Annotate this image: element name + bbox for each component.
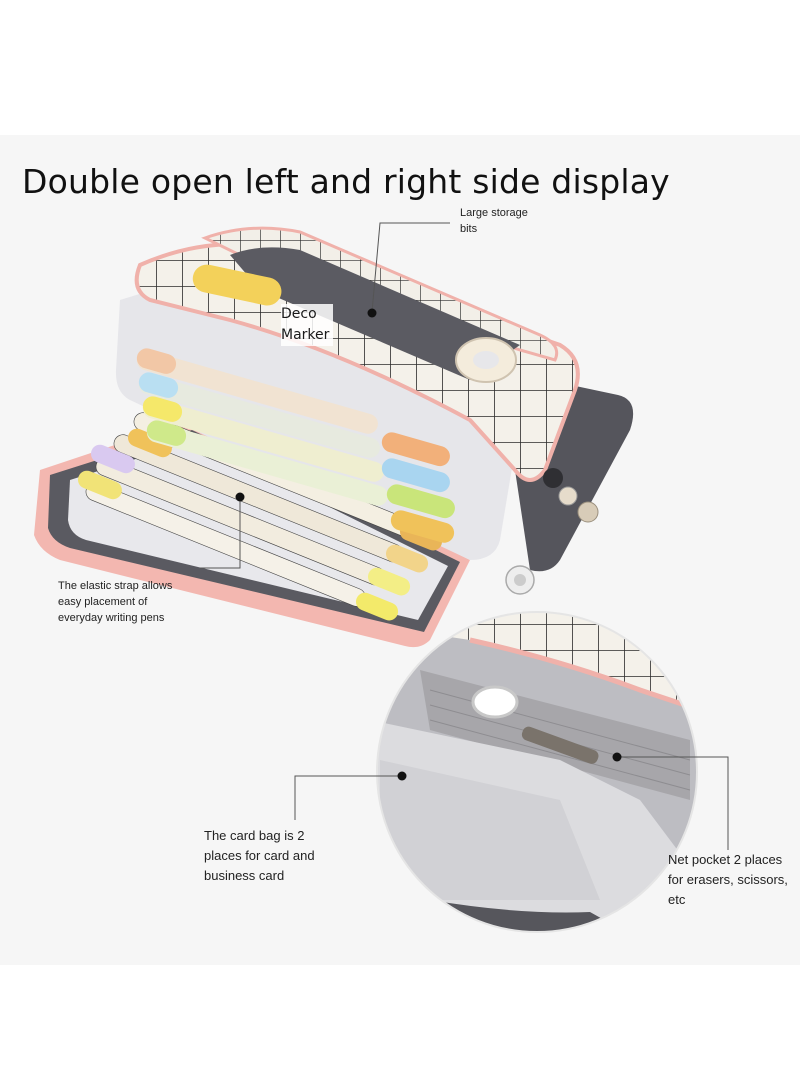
net-callout-line: for erasers, scissors,	[668, 872, 788, 887]
storage-callout-line: bits	[460, 223, 478, 235]
pencil-case	[34, 226, 634, 648]
callout-dots	[235, 308, 622, 781]
card-bag-callout: The card bag is 2 places for card and bu…	[204, 826, 315, 886]
deco-label-line: Marker	[281, 327, 330, 343]
page-title: Double open left and right side display	[22, 162, 670, 201]
storage-callout-line: Large storage	[460, 207, 528, 219]
net-pocket-callout: Net pocket 2 places for erasers, scissor…	[668, 850, 788, 910]
card-callout-line: The card bag is 2	[204, 828, 305, 843]
card-callout-line: places for card and	[204, 848, 315, 863]
callout-leaders	[200, 222, 729, 850]
zipper-pull	[505, 468, 599, 595]
detail-zoom-border	[376, 611, 698, 933]
marker-row-body	[136, 348, 455, 543]
deco-marker-label: Deco Marker	[281, 304, 334, 346]
elastic-callout-line: easy placement of	[58, 596, 148, 608]
card-callout-line: business card	[204, 868, 285, 883]
elastic-callout-line: everyday writing pens	[58, 612, 165, 624]
deco-label-line: Deco	[281, 306, 317, 322]
elastic-strap-callout: The elastic strap allows easy placement …	[58, 578, 172, 626]
net-callout-line: etc	[668, 892, 686, 907]
elastic-callout-line: The elastic strap allows	[58, 580, 173, 592]
net-callout-line: Net pocket 2 places	[668, 852, 783, 867]
storage-callout: Large storage bits	[460, 205, 528, 237]
